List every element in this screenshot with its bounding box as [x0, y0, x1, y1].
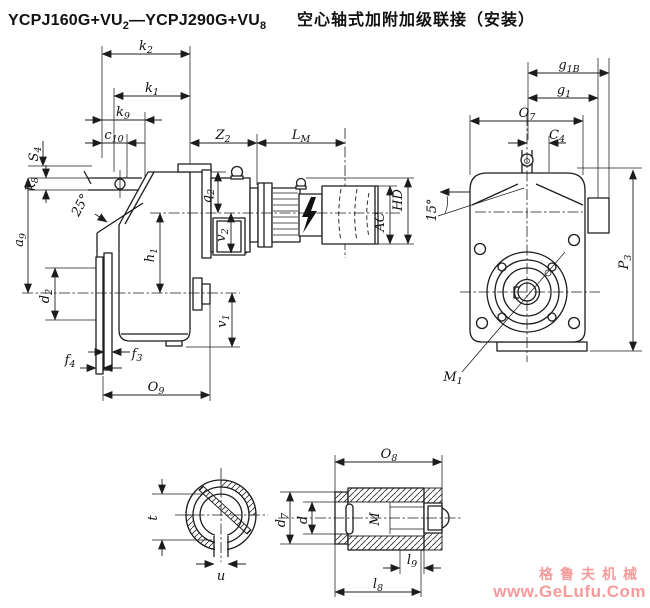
side-view-drawing: k2 k1 k9 c10 Z2 LM S4 k8 a9 25° q2 v2 h1… — [12, 39, 414, 401]
model-range: YCPJ160G+VU2—YCPJ290G+VU8 — [8, 12, 267, 33]
watermark-url: www.GeLufu.Com — [493, 582, 646, 602]
dim-label-angle25: 25° — [68, 192, 93, 220]
watermark-brand: 格鲁夫机械 — [539, 566, 644, 583]
coupling-section: d7 d O8 M l9 l8 — [274, 447, 462, 597]
diameter-symbol-icon — [544, 269, 552, 277]
hollow-shaft-section: t u — [146, 468, 268, 584]
dim-label-u: u — [217, 569, 225, 584]
dim-label-k1: k1 — [145, 81, 159, 98]
dim-label-f4: f4 — [64, 353, 76, 370]
dim-label-C4: C4 — [549, 128, 565, 145]
dim-label-d7: d7 — [274, 512, 291, 527]
dim-label-O7: O7 — [519, 106, 537, 123]
dim-label-v2: v2 — [214, 228, 231, 241]
dim-label-S4: S4 — [27, 147, 44, 162]
dim-label-a9: a9 — [12, 233, 29, 247]
dim-label-P3: P3 — [617, 255, 634, 271]
motor-fins — [273, 192, 298, 236]
dim-label-k8: k8 — [24, 177, 41, 191]
page-title: YCPJ160G+VU2—YCPJ290G+VU8 空心轴式加附加级联接（安装） — [8, 6, 535, 32]
dim-label-angle15: 15° — [425, 198, 440, 221]
dim-label-l9: l9 — [407, 553, 417, 570]
title-subtitle: 空心轴式加附加级联接（安装） — [296, 12, 535, 29]
dim-label-h1: h1 — [143, 248, 160, 262]
dim-label-HD: HD — [391, 189, 406, 212]
dim-label-d2: d2 — [38, 289, 55, 303]
dim-label-k2: k2 — [139, 39, 153, 56]
lightning-bolt-icon — [302, 197, 317, 233]
dim-label-k9: k9 — [116, 105, 130, 122]
dim-label-O8: O8 — [381, 447, 398, 464]
dim-label-q2: q2 — [200, 189, 217, 203]
dim-label-l8: l8 — [373, 577, 383, 594]
dim-label-f3: f3 — [131, 347, 143, 364]
dim-label-O9: O9 — [148, 380, 165, 397]
dim-label-M1: M1 — [442, 370, 462, 387]
dim-label-v1: v1 — [215, 314, 232, 327]
dim-label-g1: g1 — [557, 83, 571, 100]
dim-label-Z2: Z2 — [214, 128, 230, 145]
dim-label-g1B: g1B — [558, 58, 579, 75]
watermark: 格鲁夫机械 www.GeLufu.Com — [493, 566, 646, 602]
dim-label-M: M — [368, 512, 383, 527]
dim-label-LM: LM — [291, 128, 311, 145]
dim-label-t: t — [146, 515, 161, 521]
dim-label-AC: AC — [373, 212, 388, 232]
end-view-drawing: g1B g1 O7 C4 15° P3 M1 — [425, 58, 642, 387]
dim-label-d: d — [296, 516, 311, 524]
dim-label-c10: c10 — [104, 128, 123, 145]
